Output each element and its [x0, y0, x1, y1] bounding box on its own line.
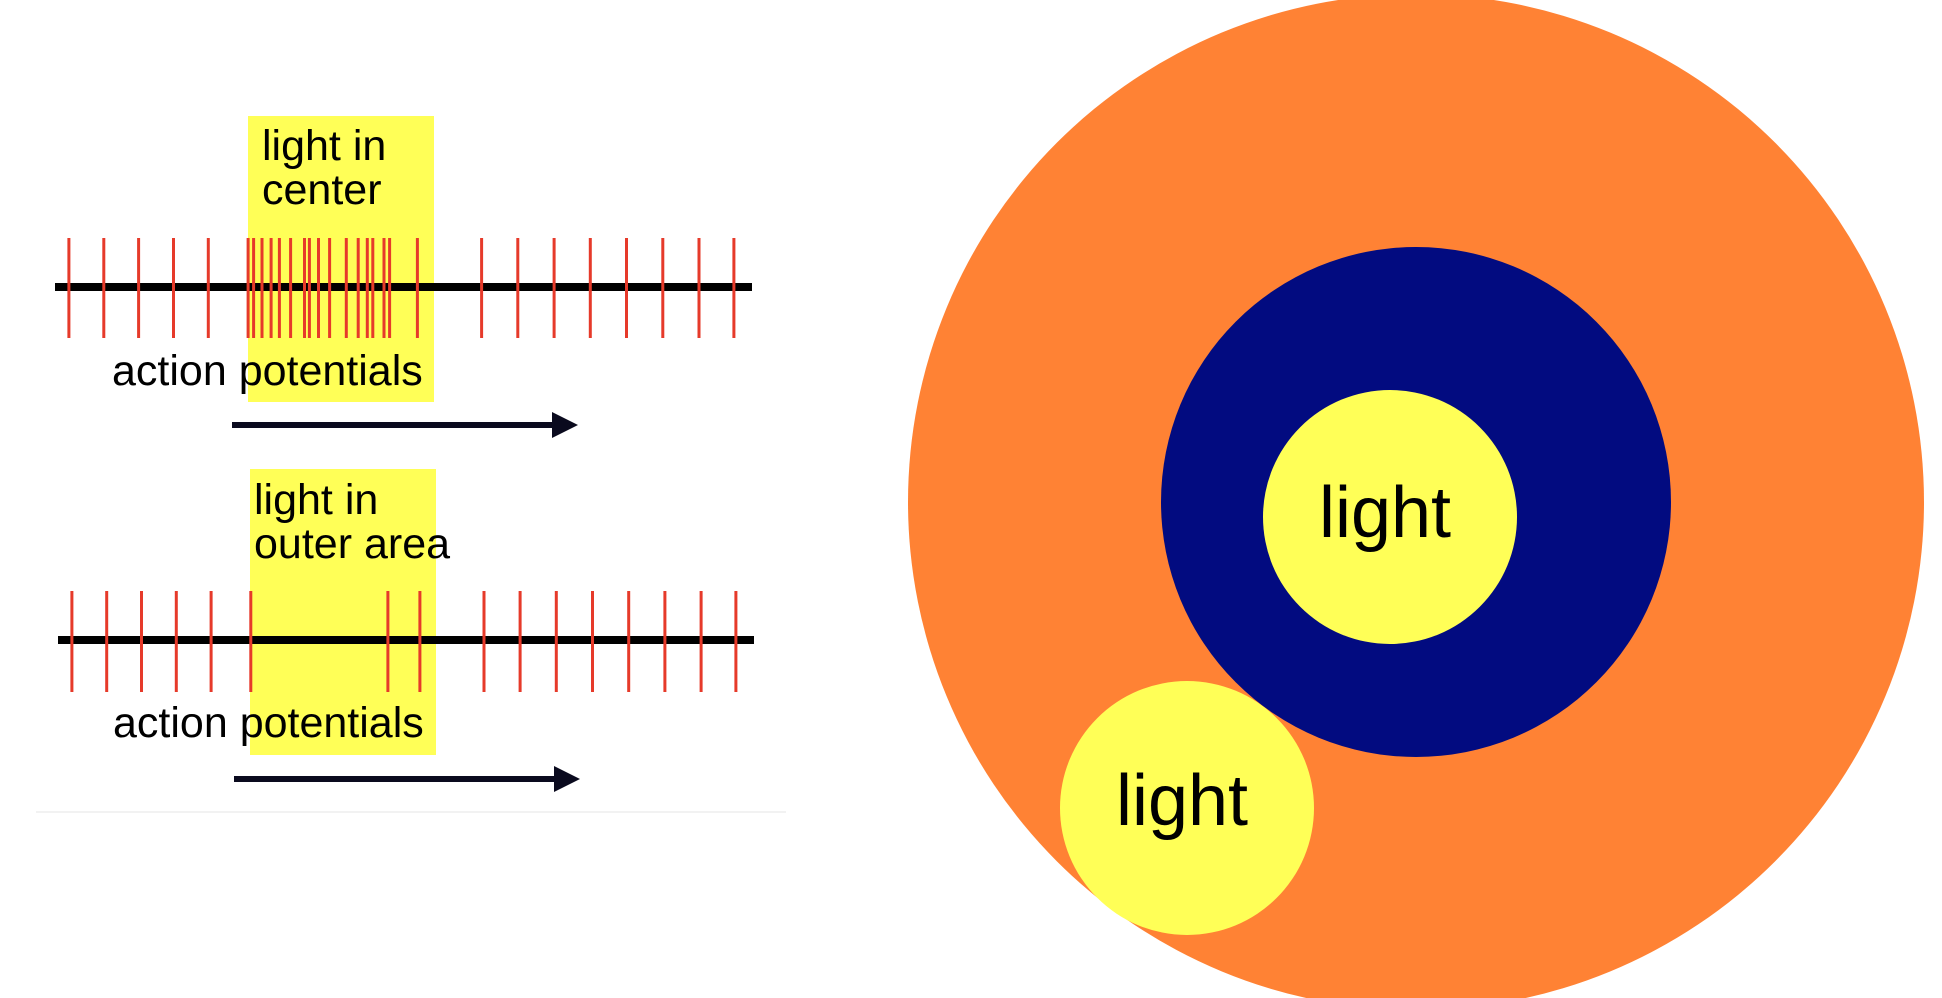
light-label-center: light [1319, 473, 1451, 553]
light-spot-surround [1060, 681, 1314, 935]
axis-label: action potentials [113, 699, 424, 747]
spikes [67, 238, 736, 338]
highlight-label-line1: light in [254, 476, 378, 524]
time-arrow-head [552, 412, 578, 438]
spike-panel-outer: light in outer area action potentials [58, 469, 754, 792]
spike-panel-center: light in center action potentials [55, 116, 752, 438]
axis-label: action potentials [112, 347, 423, 395]
time-arrow-head [554, 766, 580, 792]
highlight-label-line2: center [262, 166, 382, 214]
highlight-label-line2: outer area [254, 520, 450, 568]
receptive-field: light light [908, 0, 1924, 998]
highlight-window [250, 469, 436, 755]
light-spot-center [1263, 390, 1517, 644]
light-label-surround: light [1116, 761, 1248, 841]
highlight-label-line1: light in [262, 122, 386, 170]
spikes [70, 591, 738, 692]
